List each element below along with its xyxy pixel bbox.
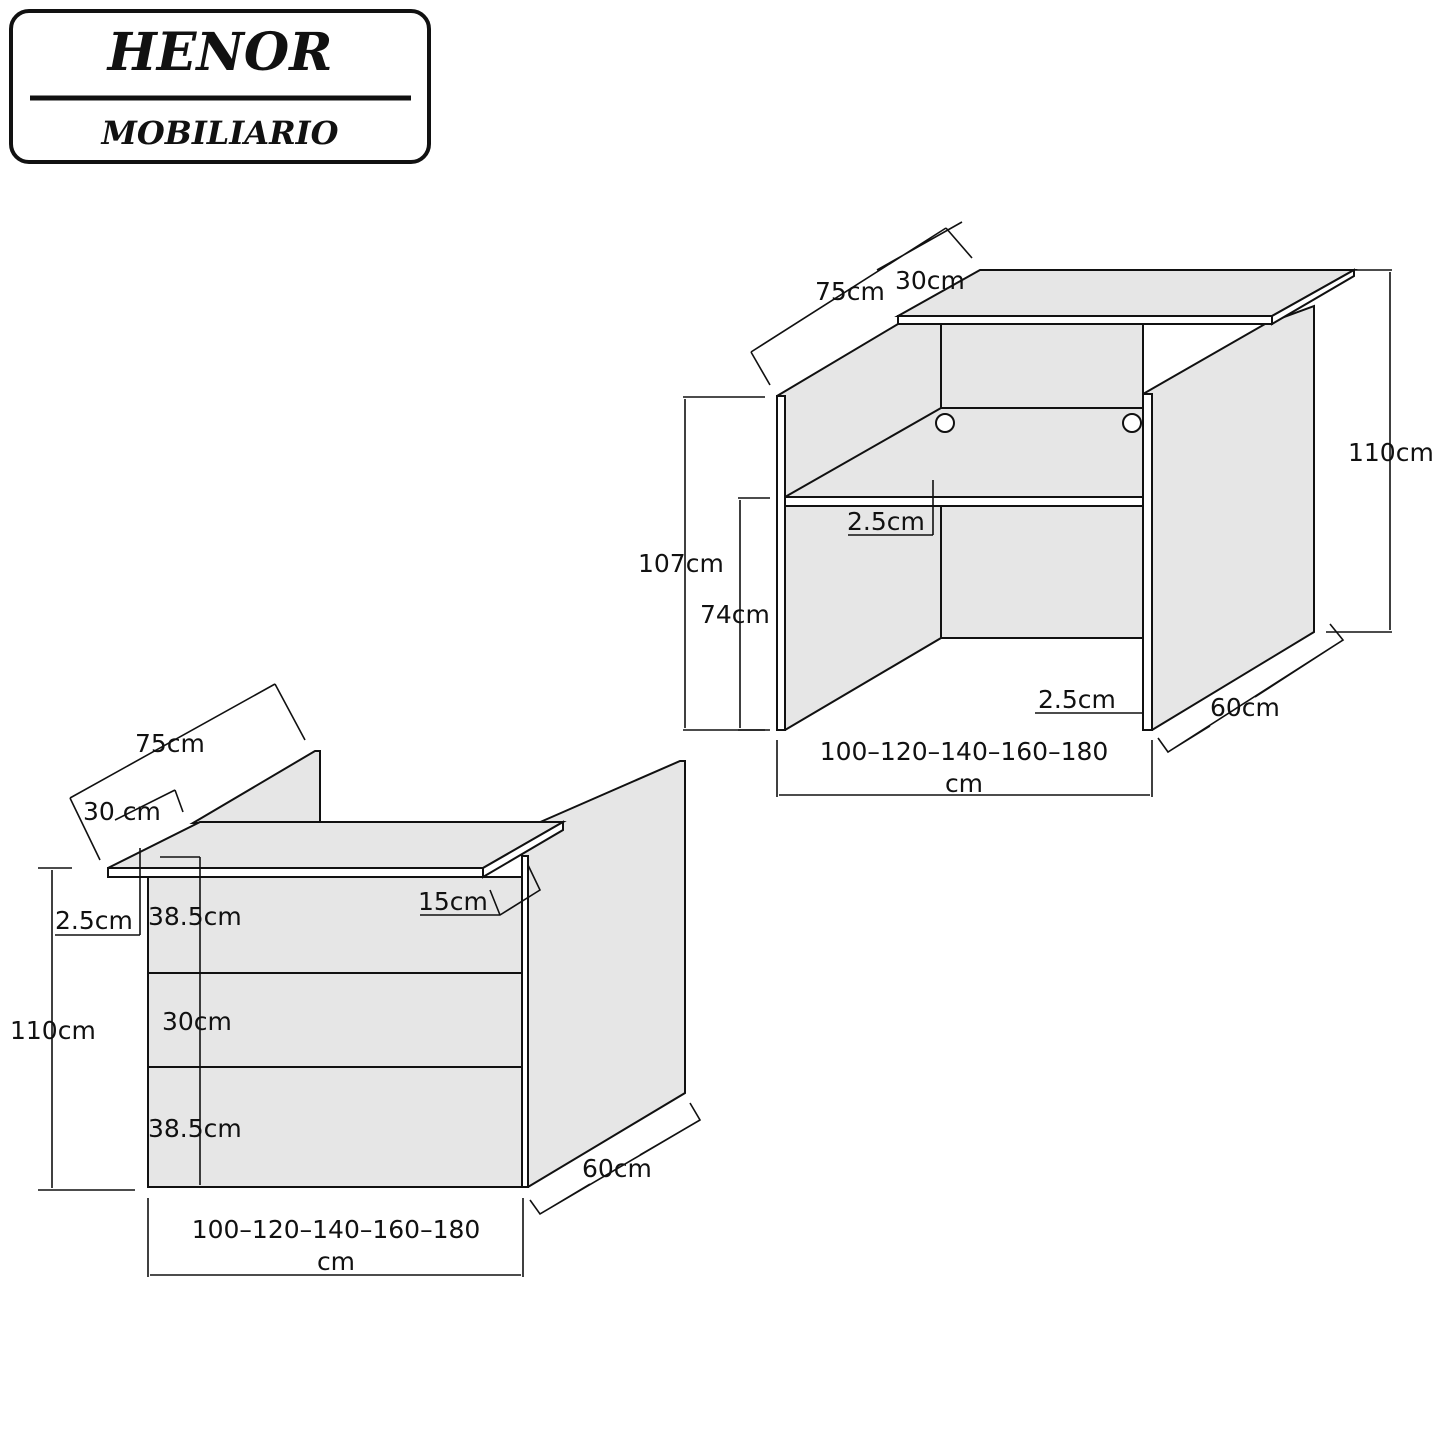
right-side-panel [1142,304,1315,731]
dim-section-bottom: 38.5cm [148,1114,242,1143]
dim-depth: 60cm [582,1154,652,1183]
shelf-edge [784,496,1144,507]
back-panel [189,750,321,825]
cable-hole [1122,413,1142,433]
desk-closed-drawing: 75cm 30 cm 2.5cm 110cm 38.5cm 30cm 38.5c… [10,683,702,1277]
dim-width-options: 100–120–140–160–180 [192,1215,481,1244]
dim-width-unit: cm [945,769,983,798]
dim-height-total: 110cm [10,1016,96,1045]
dim-depth-total: 75cm [135,729,205,758]
cable-hole [935,413,955,433]
dim-width-unit: cm [317,1247,355,1276]
dim-depth: 60cm [1210,693,1280,722]
right-panel-edge [1142,393,1153,731]
logo-subtitle: MOBILIARIO [100,114,338,152]
dim-width-options: 100–120–140–160–180 [820,737,1109,766]
dim-recess: 15cm [418,887,488,916]
dim-panel-thickness: 2.5cm [1038,685,1116,714]
dim-top-thickness: 2.5cm [55,906,133,935]
dim-section-top: 38.5cm [148,902,242,931]
dim-top-depth: 30cm [895,266,965,295]
dim-work-height: 74cm [700,600,770,629]
left-panel-edge [776,395,786,731]
logo-brand: HENOR [106,22,333,83]
dim-section-middle: 30cm [162,1007,232,1036]
dim-top-depth: 30 cm [83,797,161,826]
desk-open-drawing: 75cm 30cm 110cm 107cm 74cm 2.5cm 2.5cm 6… [638,221,1434,798]
dim-shelf-thickness: 2.5cm [847,507,925,536]
dim-depth-total: 75cm [815,277,885,306]
dim-side-height: 107cm [638,549,724,578]
dim-height-total: 110cm [1348,438,1434,467]
logo: HENOR MOBILIARIO [9,9,431,164]
